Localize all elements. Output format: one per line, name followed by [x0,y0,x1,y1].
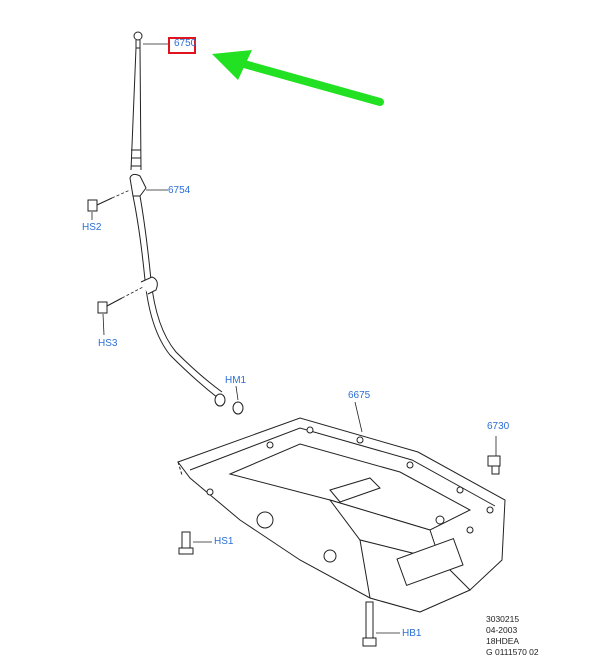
callout-hm1: HM1 [225,375,247,386]
callout-hs1: HS1 [214,536,234,547]
callout-hs2: HS2 [82,222,102,233]
pointer-arrow [212,50,384,106]
bolt-hb1 [362,601,400,647]
callout-drain-plug: 6730 [487,421,510,432]
callout-hs3: HS3 [98,338,118,349]
callout-tube: 6754 [168,185,191,196]
callout-dipstick: 6750 [174,38,197,49]
drain-plug [487,436,501,475]
reference-line-4: G 0111570 02 [486,647,539,657]
o-ring [232,385,244,415]
bolt-hs3 [97,286,144,336]
callout-hb1: HB1 [402,628,422,639]
reference-line-1: 3030215 [486,614,520,624]
callout-pan: 6675 [348,390,371,401]
bolt-hs2 [87,189,131,220]
dipstick-tube [129,173,226,407]
reference-line-2: 04-2003 [486,625,518,635]
reference-block: 3030215 04-2003 18HDEA G 0111570 02 [486,614,539,658]
bolt-hs1 [178,531,212,555]
oil-pan [177,401,506,613]
dipstick [130,31,170,171]
highlight-box [168,37,196,54]
reference-line-3: 18HDEA [486,636,520,646]
